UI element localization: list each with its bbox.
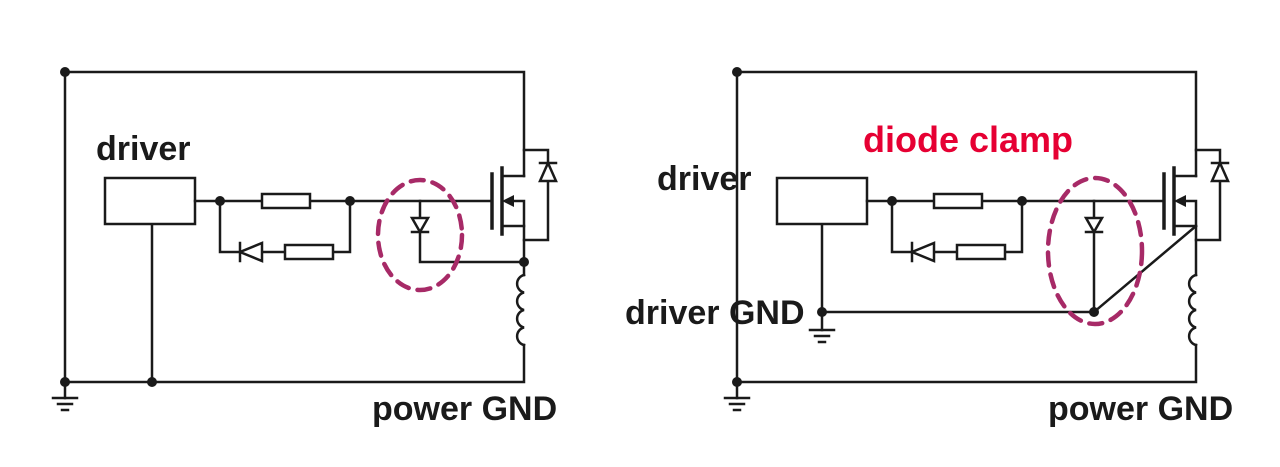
junction-dot xyxy=(732,377,742,387)
junction-dot xyxy=(887,196,897,206)
left-inductor xyxy=(515,273,526,347)
junction-dot xyxy=(817,307,827,317)
left-highlight-ellipse xyxy=(375,177,465,293)
junction-dot xyxy=(215,196,225,206)
right-inductor xyxy=(1187,273,1198,347)
left-turnoff-diode xyxy=(236,241,264,263)
left-clamp-diode-triangle xyxy=(409,216,431,235)
left-body-diode-triangle xyxy=(538,159,558,183)
left-body-diode-wires xyxy=(522,148,550,242)
right-highlight-ellipse xyxy=(1045,175,1145,327)
junction-dot xyxy=(60,377,70,387)
left-mosfet-source-stub xyxy=(500,224,526,277)
left-clamp-diode xyxy=(409,216,431,235)
left-driver-box xyxy=(103,176,197,226)
right-mosfet xyxy=(1162,166,1198,277)
right-gate-resistor xyxy=(932,192,984,210)
right-mosfet-body-stub xyxy=(1184,199,1198,228)
left-driver-label: driver xyxy=(96,130,191,168)
junction-dot xyxy=(1017,196,1027,206)
right-body-diode-wires xyxy=(1194,148,1222,242)
left-ground-symbol xyxy=(51,380,79,412)
left-mosfet-body-stub xyxy=(512,199,526,228)
junction-dot xyxy=(519,257,529,267)
junction-dot xyxy=(60,67,70,77)
junction-dot xyxy=(147,377,157,387)
right-turnoff-branch-wire xyxy=(890,199,1024,254)
left-power-gnd-label: power GND xyxy=(372,390,557,428)
right-driver-ground-symbol xyxy=(808,310,836,344)
left-mosfet xyxy=(490,166,526,277)
left-turnoff-resistor xyxy=(283,243,335,261)
right-power-rail xyxy=(735,70,1198,384)
right-circuit: driver diode clamp driver GND power GND xyxy=(625,67,1233,428)
right-kelvin-source-wire xyxy=(1092,224,1198,314)
right-clamp-diode-triangle xyxy=(1083,216,1105,235)
left-body-diode xyxy=(522,148,558,242)
right-diode-clamp-label: diode clamp xyxy=(863,119,1073,160)
junction-dot xyxy=(732,67,742,77)
right-bottom-rail xyxy=(735,343,1198,384)
right-turnoff-diode-triangle xyxy=(908,241,936,263)
right-mosfet-source-stub xyxy=(1172,224,1198,277)
left-turnoff-diode-triangle xyxy=(236,241,264,263)
right-power-gnd-label: power GND xyxy=(1048,390,1233,428)
right-mosfet-arrow xyxy=(1174,195,1186,207)
left-bottom-rail xyxy=(63,343,526,384)
right-turnoff-diode xyxy=(908,241,936,263)
right-turnoff-resistor xyxy=(955,243,1007,261)
left-circuit: driver power GND xyxy=(51,67,558,428)
left-turnoff-branch-wire xyxy=(218,199,352,254)
left-power-rail xyxy=(63,70,526,384)
left-mosfet-arrow xyxy=(502,195,514,207)
right-driver-box xyxy=(775,176,869,226)
right-clamp-diode xyxy=(1083,216,1105,235)
right-driver-label: driver xyxy=(657,160,752,198)
right-ground-symbol xyxy=(723,380,751,412)
junction-dot xyxy=(1089,307,1099,317)
junction-dot xyxy=(345,196,355,206)
left-gate-resistor xyxy=(260,192,312,210)
right-driver-gnd-label: driver GND xyxy=(625,294,805,332)
left-clamp-wire xyxy=(418,199,526,264)
right-body-diode xyxy=(1194,148,1230,242)
right-body-diode-triangle xyxy=(1210,159,1230,183)
